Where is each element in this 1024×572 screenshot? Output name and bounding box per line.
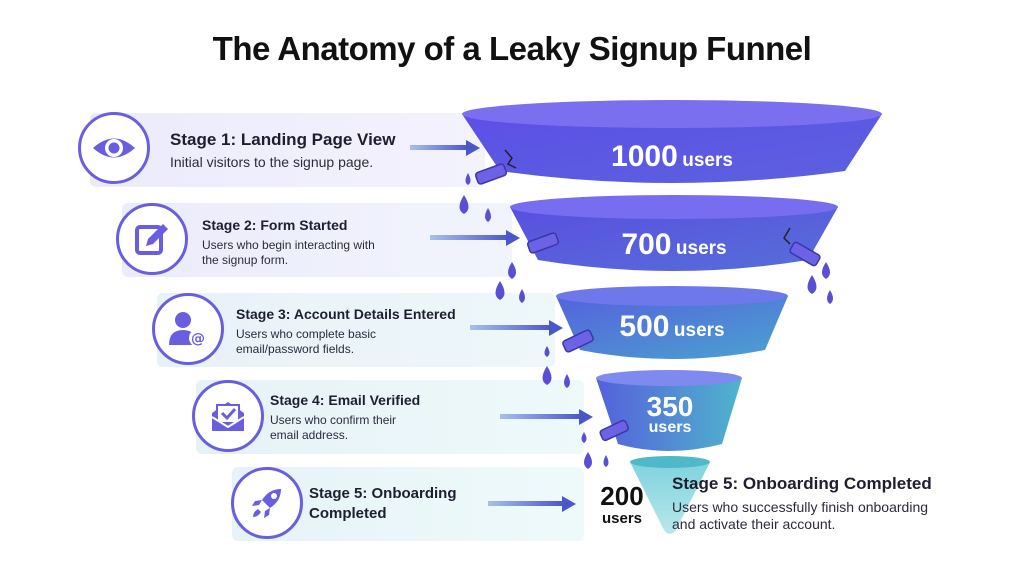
stage-1-title: Stage 1: Landing Page View bbox=[170, 130, 396, 149]
stage-1-arrow bbox=[410, 140, 480, 156]
leak-pipe-icon bbox=[526, 232, 560, 254]
stage-4-count: 350 users bbox=[620, 391, 720, 436]
funnel-segment-4 bbox=[596, 370, 742, 451]
stage-4-title: Stage 4: Email Verified bbox=[270, 392, 421, 408]
final-callout-description-line: and activate their account. bbox=[672, 516, 836, 532]
rocket-icon bbox=[231, 467, 303, 539]
stage-5-title: Stage 5: Onboarding Completed bbox=[309, 484, 457, 524]
stage-3-description-line: Users who complete basic bbox=[236, 327, 377, 341]
stage-2-arrow bbox=[430, 230, 520, 246]
stage-3-count-unit: users bbox=[673, 320, 725, 341]
stage-2-count-value: 700 bbox=[621, 228, 672, 261]
stage-3-arrow bbox=[470, 320, 563, 336]
user-at-icon: @ bbox=[152, 293, 224, 365]
final-callout-title: Stage 5: Onboarding Completed bbox=[672, 474, 932, 493]
stage-5-arrow bbox=[488, 496, 576, 512]
stage-3-count: 500 users bbox=[572, 310, 772, 344]
eye-icon bbox=[78, 112, 150, 184]
final-callout-description-line: Users who successfully finish onboarding bbox=[672, 499, 929, 515]
stage-5-title-line: Completed bbox=[309, 505, 387, 522]
stage-4-description-line: email address. bbox=[270, 428, 349, 442]
stage-1-count-unit: users bbox=[682, 150, 733, 171]
stage-5-count: 200 users bbox=[590, 482, 654, 527]
stage-4-count-unit: users bbox=[648, 419, 692, 436]
stage-2-description: Users who begin interacting with the sig… bbox=[202, 238, 375, 268]
final-callout-description: Users who successfully finish onboarding… bbox=[672, 499, 962, 533]
svg-text:@: @ bbox=[191, 331, 205, 347]
stage-5-title-line: Stage 5: Onboarding bbox=[309, 485, 457, 502]
stage-4-description: Users who confirm their email address. bbox=[270, 413, 396, 443]
stage-5-count-unit: users bbox=[601, 510, 643, 527]
stage-3-description-line: email/password fields. bbox=[236, 342, 355, 356]
funnel-segment-5 bbox=[630, 456, 710, 534]
stage-4-description-line: Users who confirm their bbox=[270, 413, 397, 427]
water-drop-icon bbox=[581, 432, 609, 469]
water-drop-icon bbox=[459, 173, 491, 222]
stage-2-description-line: Users who begin interacting with bbox=[202, 238, 375, 252]
water-drop-icon bbox=[542, 346, 570, 388]
water-drop-icon bbox=[495, 262, 525, 303]
funnel-segment-2 bbox=[510, 195, 838, 271]
funnel-segment-1 bbox=[462, 100, 882, 183]
stage-2-title: Stage 2: Form Started bbox=[202, 217, 348, 233]
leak-pipe-icon bbox=[474, 149, 517, 185]
stage-5-count-value: 200 bbox=[600, 481, 644, 511]
leak-pipe-icon bbox=[562, 329, 594, 353]
stage-1-count: 1000 users bbox=[572, 140, 772, 174]
funnel-segment-3 bbox=[556, 286, 788, 359]
leak-pipe-icon bbox=[783, 227, 821, 267]
edit-form-icon bbox=[116, 203, 188, 275]
stage-4-count-value: 350 bbox=[646, 391, 694, 422]
stage-2-count-unit: users bbox=[675, 238, 727, 259]
stage-3-title: Stage 3: Account Details Entered bbox=[236, 306, 456, 322]
diagram-title: The Anatomy of a Leaky Signup Funnel bbox=[212, 30, 812, 67]
stage-1-description-line: Initial visitors to the signup page. bbox=[170, 154, 374, 170]
leak-pipe-icon bbox=[599, 419, 629, 442]
stage-3-count-value: 500 bbox=[619, 310, 670, 343]
stage-1-count-value: 1000 bbox=[611, 140, 678, 173]
stage-4-arrow bbox=[500, 409, 593, 425]
stage-2-count: 700 users bbox=[574, 228, 774, 262]
stage-3-description: Users who complete basic email/password … bbox=[236, 327, 376, 357]
stage-1-description: Initial visitors to the signup page. bbox=[170, 155, 373, 170]
email-verified-icon bbox=[192, 380, 264, 452]
stage-2-description-line: the signup form. bbox=[202, 253, 289, 267]
water-drop-icon bbox=[807, 262, 833, 304]
